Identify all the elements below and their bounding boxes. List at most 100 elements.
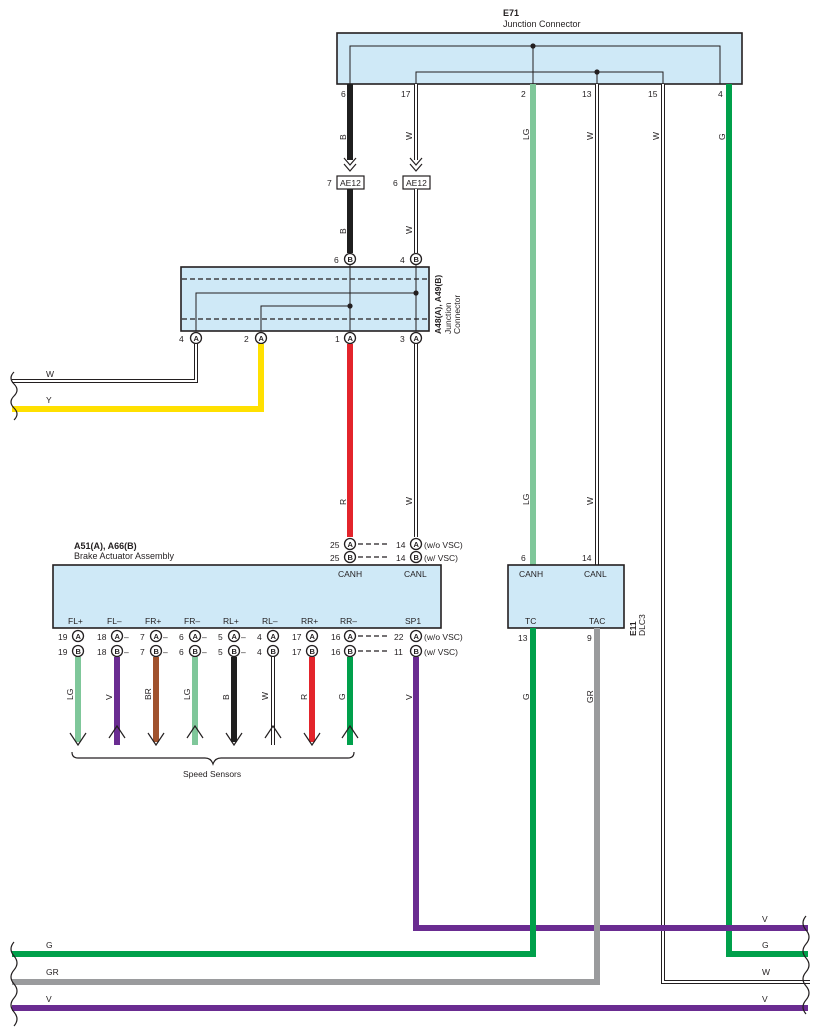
e71-splice-a bbox=[530, 43, 536, 49]
down-arrow-icon bbox=[147, 732, 165, 747]
dlc3-pin-6: 6 bbox=[521, 553, 526, 563]
down-arrow-icon bbox=[303, 732, 321, 747]
a51-name: Brake Actuator Assembly bbox=[74, 551, 175, 561]
term-fr-minus: FR– bbox=[184, 616, 200, 626]
a48-box bbox=[180, 266, 430, 332]
pin-rr-plus-b: 17 bbox=[292, 647, 302, 657]
label-e71-15: W bbox=[651, 132, 661, 140]
dlc3-pin-14: 14 bbox=[582, 553, 592, 563]
pin-circle bbox=[188, 629, 202, 643]
conn-sp1-a: A bbox=[414, 632, 420, 641]
pin-circle bbox=[71, 629, 85, 643]
up-arrow-icon bbox=[264, 724, 282, 739]
dash-sep: – bbox=[163, 647, 168, 657]
ae12-connector-w: AE12 6 bbox=[393, 175, 431, 190]
pin-circle bbox=[110, 629, 124, 643]
canh-conn-b: B bbox=[348, 553, 354, 562]
pin-circle bbox=[409, 537, 423, 551]
label-fl-minus: V bbox=[104, 694, 114, 700]
a51-canl: CANL bbox=[404, 569, 427, 579]
dash-sep: – bbox=[163, 632, 168, 642]
conn-a: A bbox=[348, 632, 354, 641]
conn-b: B bbox=[115, 647, 121, 656]
e71-pin-15: 15 bbox=[648, 89, 658, 99]
canl-pin-a: 14 bbox=[396, 540, 406, 550]
dlc3-canl: CANL bbox=[584, 569, 607, 579]
label-bus-g-right: G bbox=[762, 940, 769, 950]
e71-pin-17: 17 bbox=[401, 89, 411, 99]
up-arrow-icon bbox=[341, 724, 359, 739]
wire-tac-gr bbox=[12, 628, 600, 985]
connector-arrow-icon bbox=[343, 163, 357, 172]
a48-pin-1-conn: A bbox=[348, 334, 354, 343]
a48-name2: Connector bbox=[452, 295, 462, 334]
ae12-pin-7: 7 bbox=[327, 178, 332, 188]
dash-sep: – bbox=[241, 632, 246, 642]
label-fr-plus: BR bbox=[143, 688, 153, 700]
dlc3-pin-13: 13 bbox=[518, 633, 528, 643]
label-dlc-canh: LG bbox=[521, 494, 531, 505]
pin-rl-minus-a: 4 bbox=[257, 632, 262, 642]
pin-circle bbox=[227, 629, 241, 643]
speed-sensor-wires: LG V BR LG B W R G Speed Sensors bbox=[65, 657, 359, 779]
a48-internal-bus-w bbox=[195, 265, 417, 331]
label-left-w: W bbox=[46, 369, 54, 379]
pin-circle bbox=[409, 629, 423, 643]
label-dlc-canl: W bbox=[585, 497, 595, 505]
note-w-vsc: (w/ VSC) bbox=[424, 553, 458, 563]
term-rr-minus: RR– bbox=[340, 616, 357, 626]
wire-e71-15-w-edge bbox=[661, 84, 810, 984]
e71-pin-2: 2 bbox=[521, 89, 526, 99]
up-arrow-icon bbox=[186, 724, 204, 739]
ae12-code-w: AE12 bbox=[406, 178, 427, 188]
term-fl-plus: FL+ bbox=[68, 616, 83, 626]
wire-tc-g bbox=[12, 628, 536, 957]
a51-canh: CANH bbox=[338, 569, 362, 579]
label-sp1: V bbox=[404, 694, 414, 700]
pin-sp1-b: 11 bbox=[394, 647, 403, 657]
connector-arrow-icon bbox=[409, 163, 423, 172]
e71-pin-6: 6 bbox=[341, 89, 346, 99]
pin-circle bbox=[409, 644, 423, 658]
pin-circle bbox=[409, 331, 423, 345]
label-rl-plus: B bbox=[221, 694, 231, 700]
pin-rr-minus-a: 16 bbox=[331, 632, 341, 642]
label-fr-minus: LG bbox=[182, 689, 192, 700]
down-arrow-icon bbox=[69, 732, 87, 747]
pin-circle bbox=[305, 629, 319, 643]
pin-circle bbox=[305, 644, 319, 658]
a48-pin-4-conn: A bbox=[194, 334, 200, 343]
pin-fr-plus-b: 7 bbox=[140, 647, 145, 657]
canl-conn-b: B bbox=[414, 553, 420, 562]
ae12-connector-b: AE12 7 bbox=[327, 175, 365, 190]
pin-fr-minus-b: 6 bbox=[179, 647, 184, 657]
connector-arrow-icon bbox=[409, 157, 423, 166]
label-a48-3: W bbox=[404, 497, 414, 505]
conn-b: B bbox=[271, 647, 277, 656]
note-sp1-w-vsc: (w/ VSC) bbox=[424, 647, 458, 657]
pin-rl-minus-b: 4 bbox=[257, 647, 262, 657]
canh-pin-a: 25 bbox=[330, 540, 340, 550]
canh-conn-a: A bbox=[348, 540, 354, 549]
e71-code: E71 bbox=[503, 8, 519, 18]
dlc3-connector: 6 14 CANH CANL TC TAC 13 9 E11 DLC3 bbox=[507, 553, 647, 643]
conn-sp1-b: B bbox=[414, 647, 420, 656]
wire-e71-15-w bbox=[662, 84, 810, 983]
down-arrow-icon bbox=[225, 732, 243, 747]
e71-internal-bus-b bbox=[415, 71, 664, 84]
a49-pin-6-conn: B bbox=[348, 255, 354, 264]
pin-fr-minus-a: 6 bbox=[179, 632, 184, 642]
a48-pin-2: 2 bbox=[244, 334, 249, 344]
e71-name: Junction Connector bbox=[503, 19, 581, 29]
dash-sep: – bbox=[202, 632, 207, 642]
pin-circle bbox=[149, 644, 163, 658]
conn-a: A bbox=[193, 632, 199, 641]
a48-name1: Junction bbox=[443, 302, 453, 334]
e71-pin-13: 13 bbox=[582, 89, 592, 99]
pin-circle bbox=[149, 629, 163, 643]
pin-circle bbox=[409, 252, 423, 266]
pin-circle bbox=[110, 644, 124, 658]
a48-a49-junction-connector: 6 B 4 B 4 A 2 A 1 A 3 A A48(A), A49(B) J… bbox=[179, 252, 462, 345]
a49-pin-4-conn: B bbox=[414, 255, 420, 264]
